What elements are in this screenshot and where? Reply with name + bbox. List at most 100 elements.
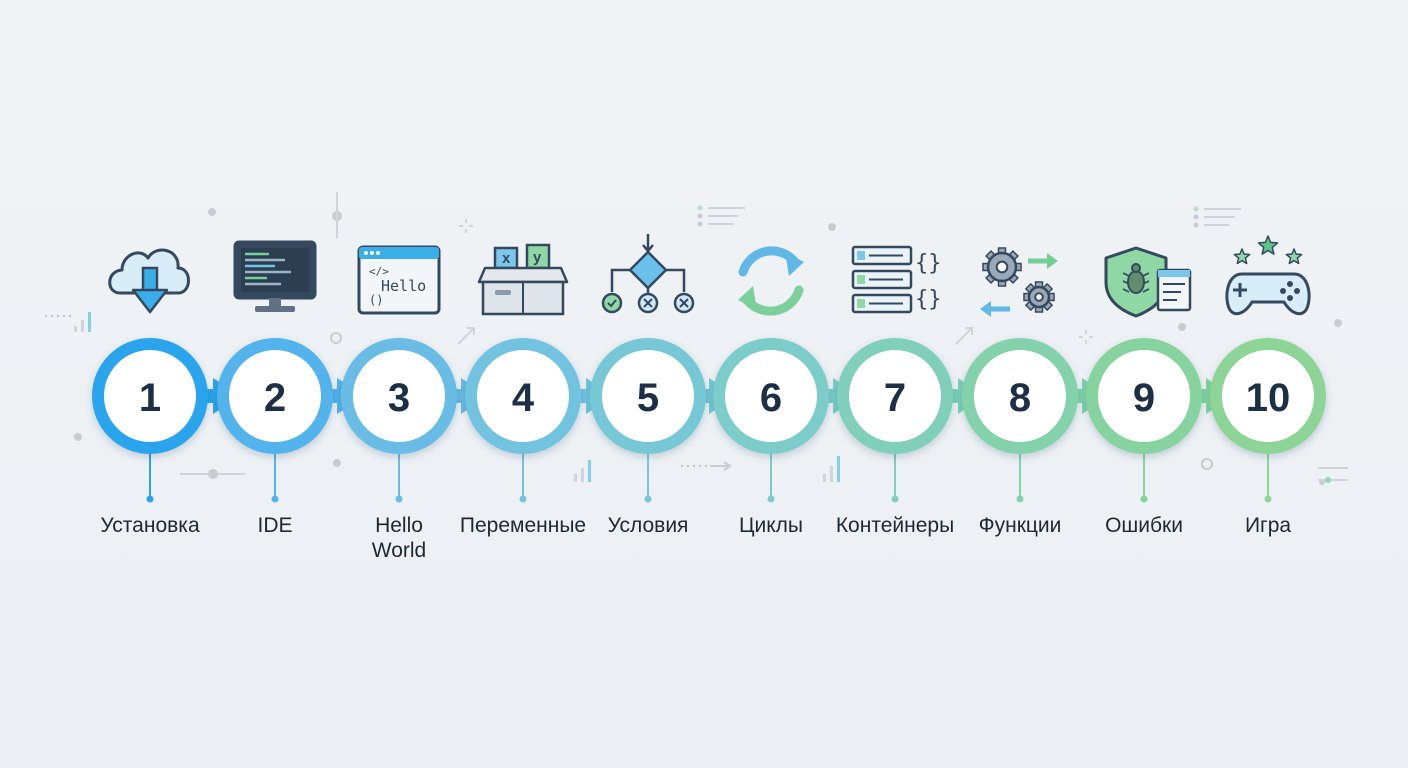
step-label: Переменные [459, 514, 587, 537]
decor-dot [333, 459, 341, 467]
icon-brace: {} [915, 251, 942, 276]
step-node: 6 [713, 338, 829, 503]
decor-arrow [723, 461, 732, 471]
decor-dot [1193, 214, 1199, 220]
step-node: 5 [590, 338, 706, 503]
decor-line [457, 327, 475, 345]
decor-bar [581, 468, 584, 482]
step-node: 10 [1210, 338, 1326, 503]
step-inner [104, 350, 196, 442]
loop-arrows-icon [738, 246, 804, 316]
decor-dot [56, 314, 60, 318]
decor-dot [62, 314, 66, 318]
gears-exchange-icon [980, 247, 1058, 317]
step-number: 4 [512, 376, 535, 420]
decor-dot [208, 208, 216, 216]
step-stem-dot [767, 495, 775, 503]
step-node: 8 [962, 338, 1078, 503]
decor-dot [698, 464, 702, 468]
step-label: Ошибки [1105, 514, 1183, 537]
monitor-code-icon [233, 240, 317, 312]
bug-shield-icon [1104, 246, 1192, 318]
decor-ring [330, 332, 342, 344]
step-label: Функции [978, 514, 1062, 537]
decor-arrow [467, 327, 475, 335]
step-number: 10 [1246, 376, 1291, 420]
icon-hello-text: Hello [381, 277, 426, 295]
decor-dot [1334, 319, 1342, 327]
decor-bar [588, 460, 591, 482]
step-node: 4 [465, 338, 581, 503]
step-inner [1222, 350, 1314, 442]
step-stem-dot [1016, 495, 1024, 503]
cloud-download-icon [108, 248, 190, 314]
decor-dot [697, 221, 703, 227]
icon-parens: () [369, 293, 383, 307]
step-number: 9 [1133, 376, 1155, 420]
step-inner [353, 350, 445, 442]
decor-dot [1193, 206, 1199, 212]
decor-dot [692, 464, 696, 468]
decor-bar [88, 312, 91, 332]
decor-dot [686, 464, 690, 468]
step-node: 1 [92, 338, 208, 503]
step-node: 3 [341, 338, 457, 503]
step-inner [849, 350, 941, 442]
icon-brace: {} [915, 287, 942, 312]
decor-bar [837, 456, 840, 482]
step-number: 3 [388, 376, 410, 420]
step-inner [974, 350, 1066, 442]
decor-dot [50, 314, 54, 318]
step-stem-dot [1264, 495, 1272, 503]
step-stem-dot [271, 495, 279, 503]
step-label: Циклы [738, 514, 804, 537]
decor-bar [574, 474, 577, 482]
step-inner [1098, 350, 1190, 442]
step-label: Контейнеры [835, 514, 955, 537]
decor-arrow [965, 327, 973, 335]
step-icons: </>Hello() x y {} {} [108, 234, 1311, 318]
step-label: IDE [257, 514, 293, 537]
gamepad-stars-icon [1225, 235, 1311, 316]
decor-dot [1325, 477, 1331, 483]
step-node: 2 [217, 338, 333, 503]
decor-dot [697, 213, 703, 219]
decor-dot [1178, 323, 1186, 331]
icon-var-x: x [502, 250, 511, 267]
step-label: Игра [1244, 514, 1292, 537]
icon-var-y: y [533, 249, 542, 266]
step-stem-dot [644, 495, 652, 503]
step-number: 6 [760, 376, 782, 420]
step-inner [477, 350, 569, 442]
decor-dot [74, 433, 82, 441]
step-inner [602, 350, 694, 442]
decor-bar [81, 320, 84, 332]
decor-dot [68, 314, 72, 318]
step-label: Установка [100, 514, 200, 537]
step-number: 1 [139, 376, 161, 420]
step-label: Hello World [371, 514, 427, 562]
decor-ring [1201, 458, 1213, 470]
decor-dot [680, 464, 684, 468]
step-number: 8 [1009, 376, 1031, 420]
decor-dot [697, 205, 703, 211]
flowchart-decision-icon [601, 234, 695, 314]
step-stem-dot [395, 495, 403, 503]
decor-dot [704, 464, 708, 468]
step-stem-dot [146, 495, 154, 503]
icon-code-tag: </> [369, 265, 389, 278]
step-inner [725, 350, 817, 442]
step-stem-dot [891, 495, 899, 503]
decor-bar [823, 474, 826, 482]
step-node: 7 [837, 338, 953, 503]
step-stem-dot [519, 495, 527, 503]
decor-dot [44, 314, 48, 318]
decor-dot [208, 469, 218, 479]
step-inner [229, 350, 321, 442]
step-number: 5 [637, 376, 659, 420]
step-node: 9 [1086, 338, 1202, 503]
decor-line [955, 327, 973, 345]
background-decorations [44, 192, 1348, 485]
